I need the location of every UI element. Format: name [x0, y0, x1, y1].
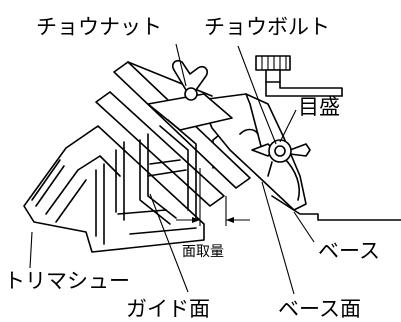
label-trim-shoe: トリマシュー [4, 269, 130, 293]
adjust-knob [255, 55, 343, 97]
base-body [199, 93, 307, 211]
leader-lines [29, 43, 315, 295]
label-base: ベース [318, 239, 380, 263]
label-chamfer-amount: 面取量 [182, 244, 224, 260]
wing-bolt [251, 139, 311, 177]
label-guide-face: ガイド面 [126, 297, 210, 321]
label-scale: 目盛 [298, 95, 340, 119]
chamfer-dimension [176, 168, 250, 226]
label-base-face: ベース面 [278, 297, 361, 321]
label-wing-bolt: チョウボルト [204, 15, 330, 39]
label-wing-nut: チョウナット [36, 15, 162, 39]
trim-shoe-body [23, 119, 205, 253]
